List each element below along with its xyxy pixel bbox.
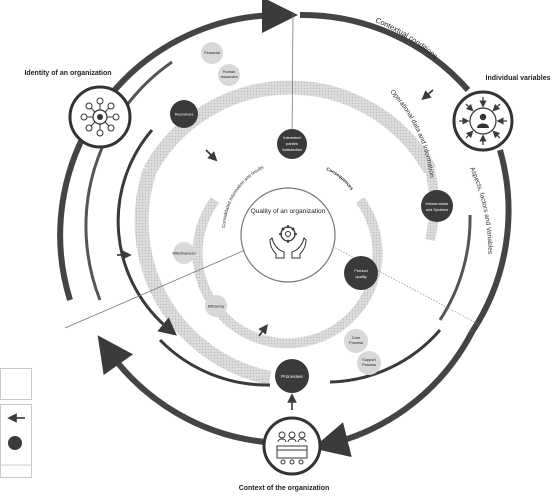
- inner-dark-arc-bottom: [158, 338, 271, 387]
- dotted-ring-inner: [192, 197, 383, 349]
- processes-label: Processes: [281, 374, 303, 379]
- inner-dark-arc-right: [329, 329, 442, 384]
- infrastructure-node: [421, 190, 453, 222]
- resources-label: Resources: [175, 112, 194, 117]
- support-process-label-1: Support: [362, 357, 377, 362]
- product-quality-label-2: quality: [355, 274, 366, 279]
- product-quality-node: [344, 256, 378, 290]
- divider-line-top: [291, 11, 294, 141]
- legend-symbols: [1, 413, 31, 466]
- outer-ring-arc-bottom-left: [97, 335, 266, 445]
- gear-hands-icon: [269, 225, 307, 259]
- support-process-node: [357, 351, 381, 375]
- inner-dark-arc-left: [116, 129, 177, 336]
- consequences-label: Consequences: [326, 166, 355, 191]
- core-process-node: [344, 329, 368, 353]
- context-factory-icon: [262, 416, 322, 476]
- support-process-label-2: Process: [362, 362, 376, 367]
- aspects-factors-label: Aspects, factors and Variables: [468, 166, 493, 255]
- legend-box-bottom: [0, 404, 32, 478]
- center-circle: [240, 187, 336, 283]
- resources-node: [170, 100, 198, 128]
- core-process-label-2: Process: [349, 340, 363, 345]
- interested-parties-node: [277, 129, 307, 159]
- human-resources-label-2: resources: [220, 74, 237, 79]
- human-resources-label-1: Human: [223, 69, 236, 74]
- interested-parties-label-3: Satisfaction: [282, 147, 302, 152]
- small-arrow-icon: [205, 149, 218, 162]
- small-arrow-icon: [258, 324, 268, 337]
- core-process-label-1: Core: [352, 335, 360, 340]
- infrastructure-label-1: Infrastructure: [426, 201, 449, 206]
- effectiveness-label: Effectiveness: [172, 251, 195, 256]
- legend-box-top: [0, 368, 32, 400]
- dotted-ring-left: [134, 167, 272, 385]
- efficiency-node: [205, 295, 227, 317]
- outer-ring-arc-right: [469, 149, 512, 334]
- small-arrow-icon: [421, 89, 434, 101]
- infrastructure-label-2: and Systems: [426, 207, 449, 212]
- legend-dark-node-icon: [8, 436, 22, 450]
- human-resources-node: [218, 64, 240, 86]
- inner-thin-ring-left: [84, 60, 173, 301]
- individual-person-icon: [452, 90, 514, 152]
- center-title: Quality of an organization: [251, 208, 326, 215]
- processes-node: [275, 359, 309, 393]
- identity-label: Identity of an organization: [24, 70, 111, 77]
- identity-network-icon: [68, 85, 132, 149]
- outer-ring-arc-top-right: [299, 11, 471, 92]
- financial-node-label: Financial: [204, 50, 220, 55]
- context-label: Context of the organization: [239, 485, 330, 492]
- contextual-conditions-label: Contextual conditions: [374, 16, 440, 61]
- effectiveness-node: [173, 242, 195, 264]
- efficiency-label: Efficiency: [208, 304, 225, 309]
- financial-node: [201, 42, 223, 64]
- outer-ring-arc-bottom-right: [312, 330, 475, 458]
- divider-line-left: [64, 247, 251, 329]
- interested-parties-label-2: parties: [286, 141, 298, 146]
- interested-parties-label-1: Interested: [283, 135, 300, 140]
- dotted-ring-top: [143, 80, 437, 174]
- inner-thin-ring-right: [438, 214, 472, 321]
- product-quality-label-1: Product: [354, 268, 368, 273]
- individual-label: Individual variables: [486, 75, 551, 82]
